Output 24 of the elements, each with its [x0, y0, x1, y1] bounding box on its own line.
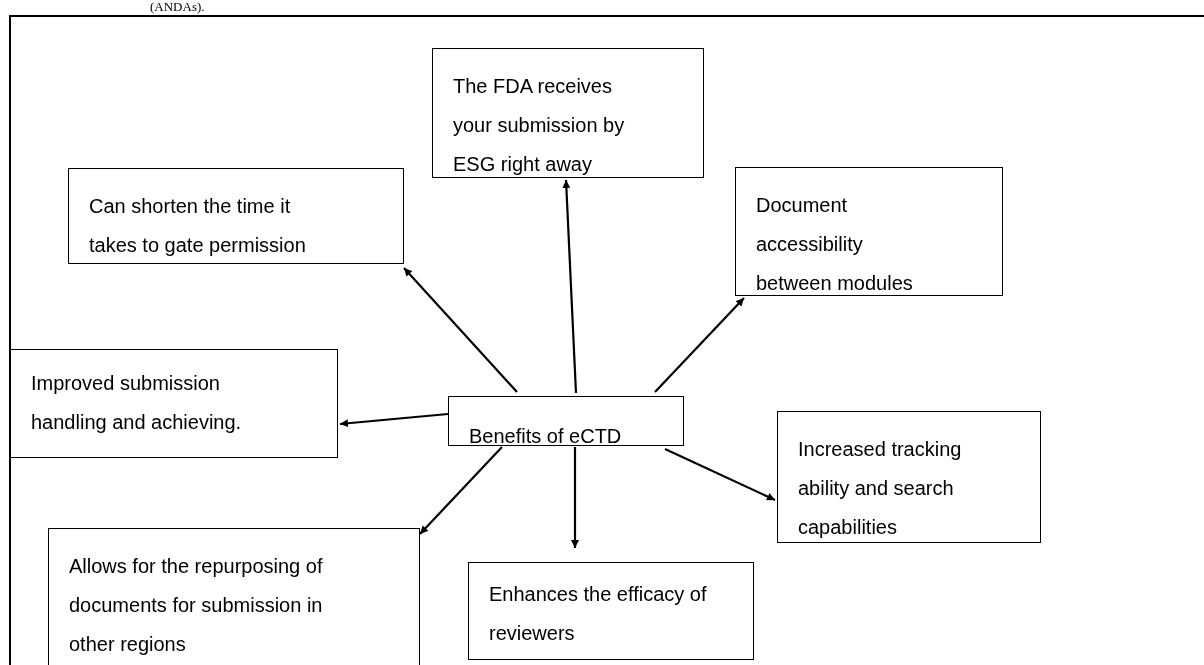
- benefit-box: [48, 528, 420, 665]
- arrow: [419, 446, 503, 535]
- box-text: Can shorten the time it takes to gate permission: [89, 194, 307, 258]
- central-box: [448, 396, 684, 446]
- benefit-box: [468, 562, 754, 660]
- arrow: [571, 447, 579, 548]
- arrow: [339, 412, 449, 428]
- benefit-box: [735, 167, 1003, 296]
- box-text: Benefits of eCTD: [469, 424, 623, 449]
- box-text: Enhances the efficacy of reviewers: [489, 582, 708, 646]
- benefit-box: [68, 168, 404, 264]
- benefit-box: [10, 349, 338, 458]
- arrow: [664, 448, 776, 501]
- note-text: (ANDAs).: [150, 0, 205, 14]
- arrow: [654, 297, 745, 393]
- box-text: Improved submission handling and achieving.: [31, 371, 243, 435]
- box-text: Document accessibility between modules: [756, 193, 914, 296]
- benefit-box: [777, 411, 1041, 543]
- box-text: Increased tracking ability and search capabilities: [798, 437, 963, 540]
- box-text: The FDA receives your submission by ESG right away: [453, 74, 626, 177]
- box-text: Allows for the repurposing of documents for submission in other regions: [69, 554, 324, 657]
- arrow: [403, 267, 518, 393]
- benefit-box: [432, 48, 704, 178]
- arrow: [562, 179, 578, 394]
